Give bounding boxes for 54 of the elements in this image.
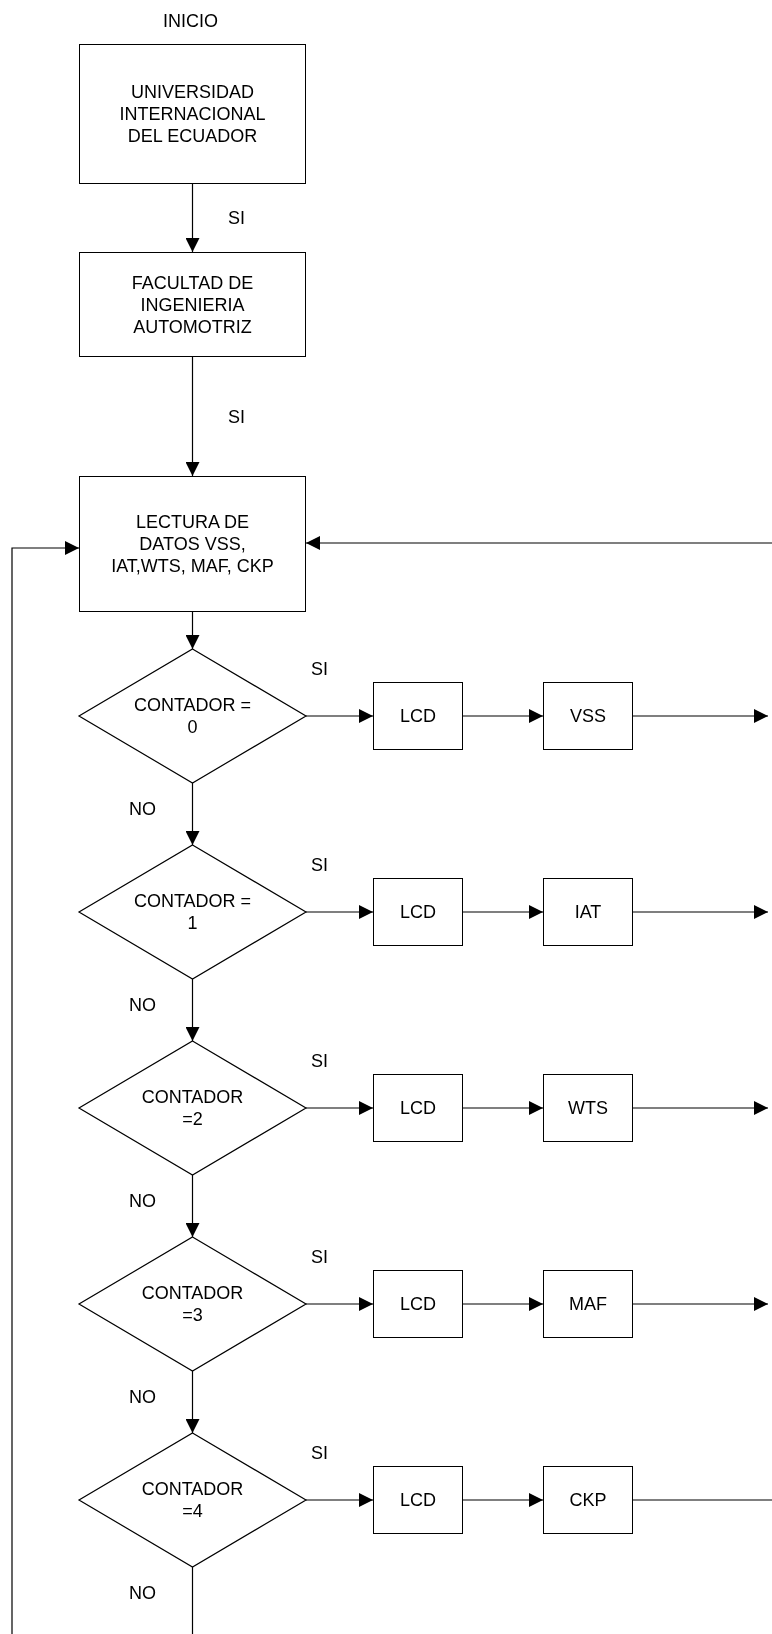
arrow bbox=[305, 1101, 374, 1115]
arrow bbox=[11, 541, 80, 1634]
arrow bbox=[462, 1493, 544, 1507]
decision-text: CONTADOR = 1 bbox=[133, 890, 252, 934]
arrow bbox=[462, 905, 544, 919]
box-text: WTS bbox=[567, 1097, 609, 1119]
box-text: LCD bbox=[399, 901, 437, 923]
arrow bbox=[305, 1297, 374, 1311]
box-text: LCD bbox=[399, 705, 437, 727]
box-text: LECTURA DE DATOS VSS, IAT,WTS, MAF, CKP bbox=[110, 511, 275, 577]
process-box bbox=[79, 476, 306, 612]
box-text: FACULTAD DE INGENIERIA AUTOMOTRIZ bbox=[130, 271, 255, 338]
arrow bbox=[632, 905, 769, 919]
arrow bbox=[185, 183, 200, 253]
box-text: IAT bbox=[573, 901, 603, 923]
process-box bbox=[373, 1074, 463, 1142]
arrow bbox=[185, 356, 200, 477]
arrow bbox=[305, 536, 772, 550]
arrow bbox=[185, 978, 200, 1042]
process-box bbox=[373, 1270, 463, 1338]
arrow bbox=[462, 709, 544, 723]
arrow bbox=[305, 709, 374, 723]
box-text: LCD bbox=[399, 1293, 437, 1315]
decision-text: CONTADOR =3 bbox=[140, 1282, 245, 1326]
process-box bbox=[373, 1466, 463, 1534]
box-text: CKP bbox=[568, 1489, 608, 1511]
arrow bbox=[632, 709, 769, 723]
arrow bbox=[305, 1493, 374, 1507]
process-box bbox=[543, 682, 633, 750]
process-box bbox=[543, 1466, 633, 1534]
box-text: LCD bbox=[399, 1097, 437, 1119]
process-box bbox=[373, 878, 463, 946]
arrow bbox=[462, 1297, 544, 1311]
arrow bbox=[185, 782, 200, 846]
process-box bbox=[543, 878, 633, 946]
box-text: LCD bbox=[399, 1489, 437, 1511]
arrow bbox=[305, 905, 374, 919]
decision-text: CONTADOR =4 bbox=[140, 1478, 245, 1522]
process-box bbox=[79, 44, 306, 184]
box-text: UNIVERSIDAD INTERNACIONAL DEL ECUADOR bbox=[118, 81, 267, 147]
arrow bbox=[632, 1297, 769, 1311]
decision-text: CONTADOR =2 bbox=[140, 1086, 245, 1130]
decision-text: CONTADOR = 0 bbox=[133, 694, 252, 738]
process-box bbox=[373, 682, 463, 750]
arrow bbox=[185, 1370, 200, 1434]
arrow bbox=[185, 611, 200, 650]
arrow bbox=[185, 1174, 200, 1238]
arrow bbox=[462, 1101, 544, 1115]
box-text: VSS bbox=[569, 705, 607, 727]
box-text: MAF bbox=[568, 1293, 608, 1315]
process-box bbox=[543, 1074, 633, 1142]
process-box bbox=[543, 1270, 633, 1338]
arrow bbox=[632, 1101, 769, 1115]
process-box bbox=[79, 252, 306, 357]
